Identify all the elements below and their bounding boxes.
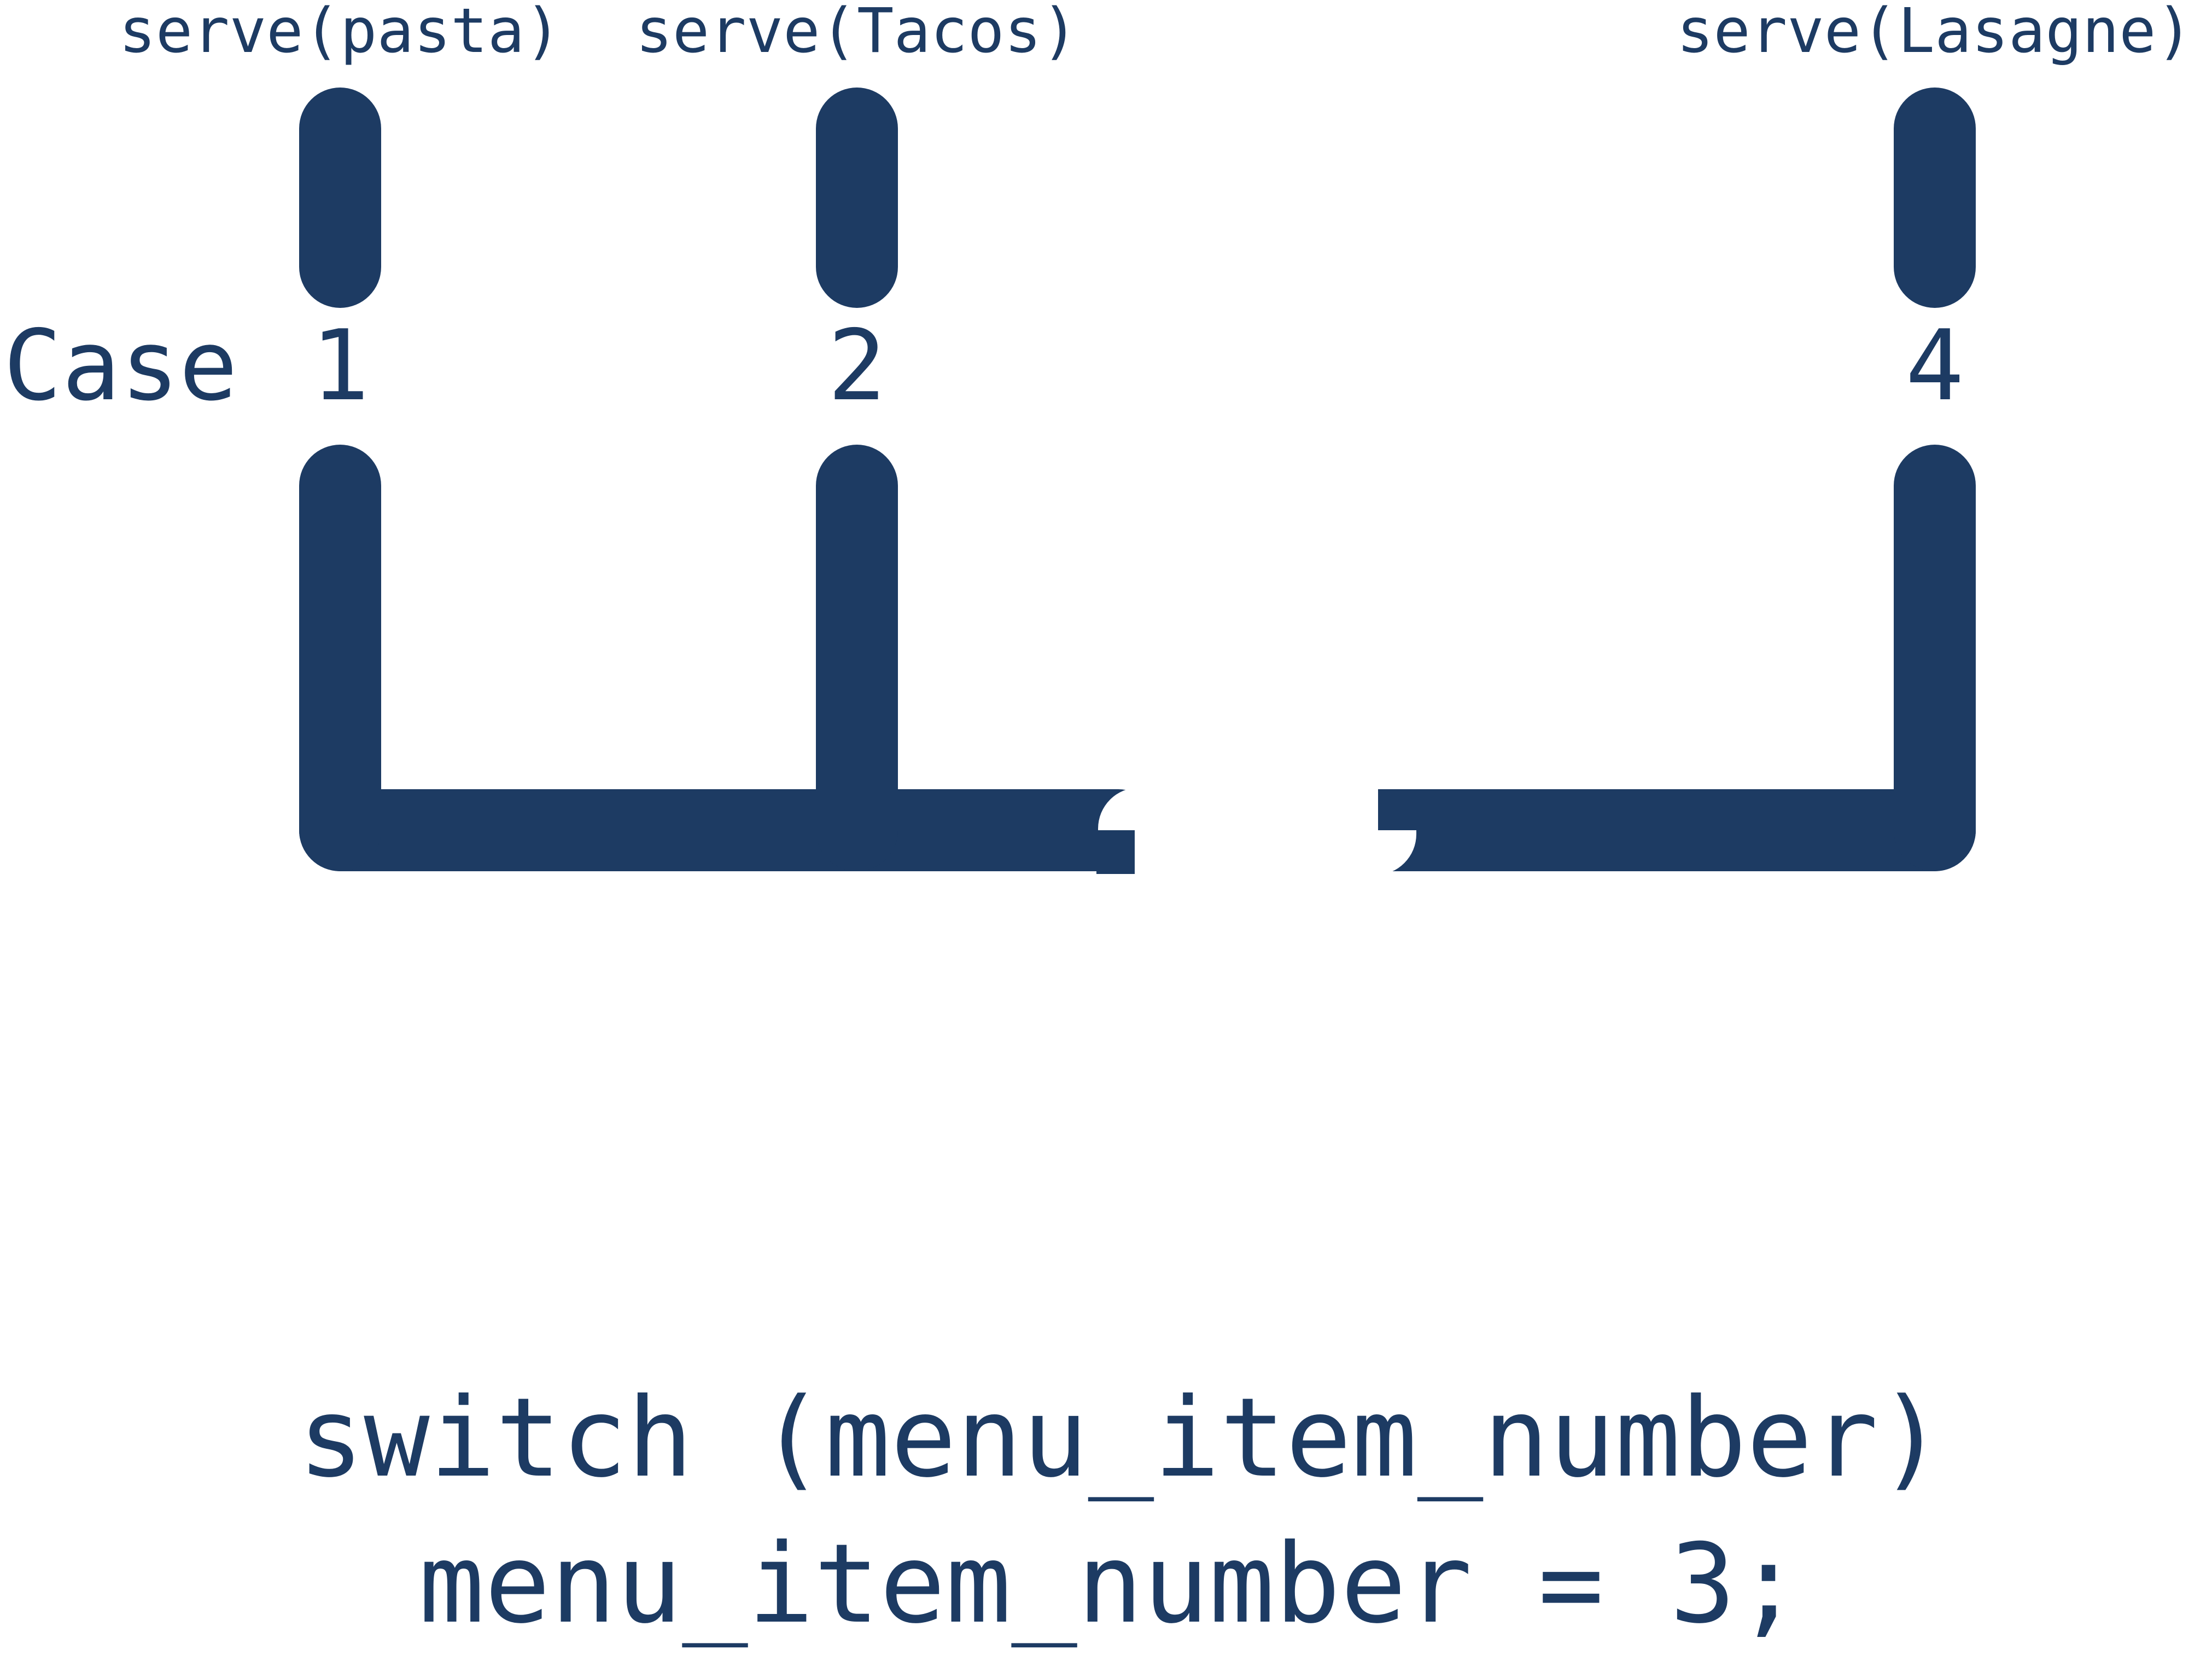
gap-cutout	[1098, 788, 1416, 875]
gap-square-right	[1378, 789, 1416, 830]
case-number-2: 2	[827, 309, 886, 422]
gap-square-left	[1096, 830, 1135, 874]
case-label: Case	[3, 309, 238, 422]
case-number-4: 4	[1905, 309, 1964, 422]
action-label-case-1: serve(pasta)	[119, 0, 561, 67]
assignment-statement: menu_item_number = 3;	[419, 1520, 1802, 1648]
track	[299, 88, 1976, 875]
case-number-1: 1	[311, 309, 369, 422]
action-label-case-2: serve(Tacos)	[635, 0, 1078, 67]
action-label-case-4: serve(Lasagne)	[1677, 0, 2193, 67]
switch-statement: switch (menu_item_number)	[298, 1374, 1944, 1502]
